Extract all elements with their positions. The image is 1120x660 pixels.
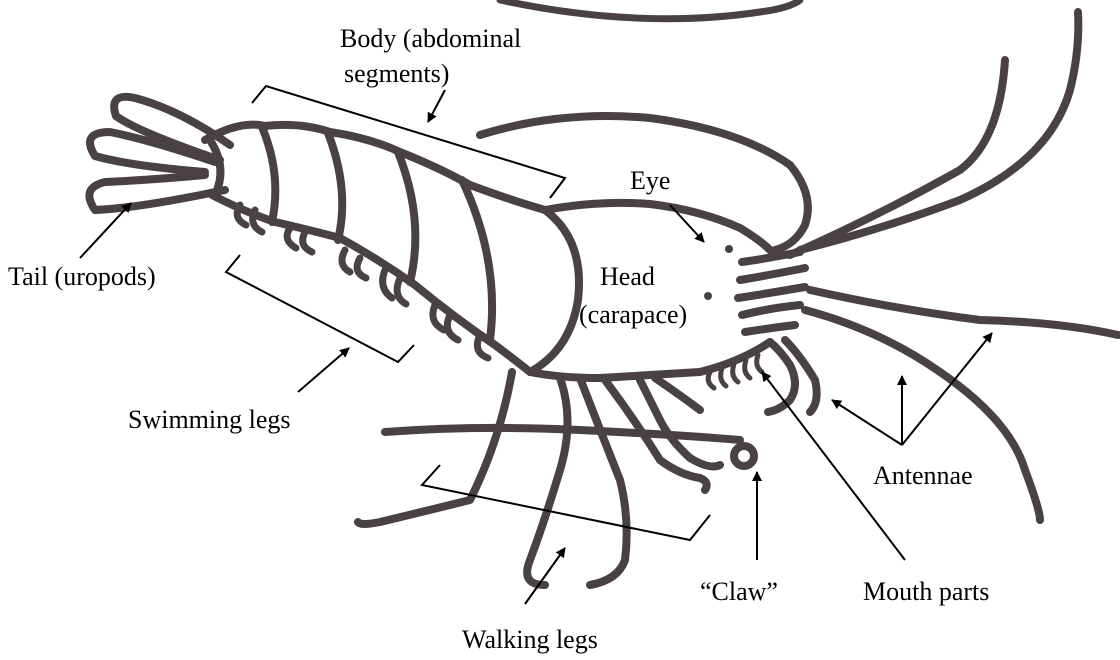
walking-legs-label: Walking legs <box>462 625 598 655</box>
top-edge-stroke <box>500 0 800 19</box>
abdomen-shape <box>205 125 579 372</box>
head-label: Head <box>600 262 655 292</box>
mouth-parts-label: Mouth parts <box>863 577 989 607</box>
eye-label: Eye <box>630 166 670 196</box>
body-label: Body (abdominal <box>340 24 521 54</box>
walking-legs-shape <box>358 372 720 585</box>
body-arrow <box>428 90 445 122</box>
antennae-label: Antennae <box>873 461 973 491</box>
carapace-shape <box>480 116 808 378</box>
tail-label: Tail (uropods) <box>8 262 156 292</box>
swimming-legs-label: Swimming legs <box>128 405 291 435</box>
swimming-legs-shape <box>237 205 488 358</box>
antennae-arrow-left <box>832 400 902 445</box>
head-label-line2: (carapace) <box>579 300 687 330</box>
eye-dot <box>704 292 712 300</box>
eye-dot <box>725 245 733 253</box>
body-label-line2: segments) <box>344 59 449 89</box>
antennae-arrow-right <box>902 333 992 445</box>
mouth-region-shape <box>738 252 805 332</box>
swimming-legs-arrow <box>298 348 349 392</box>
claw-label: “Claw” <box>700 577 778 607</box>
antennae-shape <box>785 12 1118 520</box>
